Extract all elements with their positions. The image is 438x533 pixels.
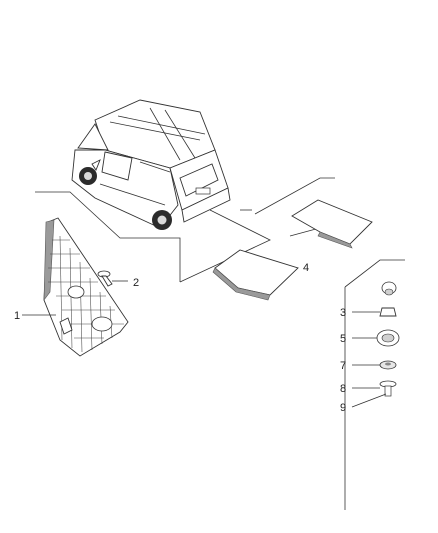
fastener-3-icon [352,281,397,317]
fastener-8-icon [351,380,397,408]
callout-1: 1 [14,310,20,322]
callout-4: 4 [303,262,309,274]
insulation-pad-icon [212,199,373,301]
callout-3: 3 [340,307,346,319]
callout-7: 7 [340,360,346,372]
fastener-5-icon [352,329,400,347]
callout-5: 5 [340,333,346,345]
area-guide-lines [35,177,405,510]
callout-8: 8 [340,383,346,395]
fastener-7-icon [352,360,397,370]
callout-2: 2 [133,277,139,289]
push-pin-icon [97,270,128,287]
trim-panel-icon [43,217,129,357]
van-icon [71,99,231,230]
callout-9: 9 [340,402,346,414]
